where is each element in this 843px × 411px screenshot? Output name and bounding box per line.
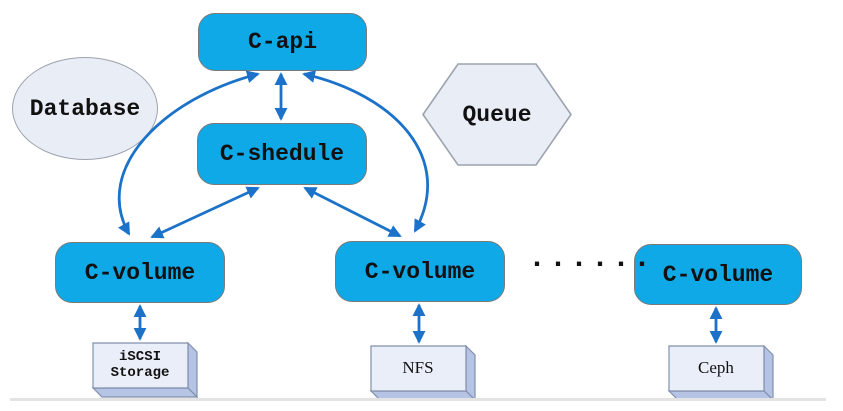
node-queue: Queue [422, 63, 572, 166]
node-c-api-label: C-api [247, 29, 317, 55]
node-c-volume-1: C-volume [55, 242, 225, 303]
node-c-volume-1-label: C-volume [84, 259, 196, 286]
node-c-shedule: C-shedule [197, 123, 367, 185]
node-c-volume-3-label: C-volume [662, 261, 774, 288]
storage-iscsi-label: iSCSI Storage [92, 342, 188, 388]
node-c-shedule-label: C-shedule [219, 141, 345, 167]
ellipsis-dots: ······ [528, 248, 655, 282]
node-c-volume-2-label: C-volume [364, 258, 476, 285]
storage-iscsi: iSCSI Storage [92, 342, 198, 398]
storage-3d-shape [370, 345, 476, 401]
node-database-label: Database [29, 95, 141, 122]
storage-nfs: NFS [370, 345, 476, 401]
storage-nfs-label: NFS [402, 358, 434, 377]
node-c-volume-2: C-volume [335, 241, 505, 302]
storage-iscsi-label-line1: iSCSI [118, 349, 161, 365]
storage-3d-shape [92, 342, 198, 398]
storage-ceph: Ceph [668, 345, 774, 401]
node-queue-label: Queue [462, 101, 532, 128]
node-c-volume-3: C-volume [634, 244, 802, 305]
node-database: Database [12, 57, 158, 160]
hexagon-shape [422, 63, 572, 166]
storage-iscsi-label-line2: Storage [110, 365, 170, 381]
bottom-divider [10, 398, 826, 401]
storage-ceph-label: Ceph [698, 358, 734, 377]
node-c-api: C-api [198, 13, 367, 71]
